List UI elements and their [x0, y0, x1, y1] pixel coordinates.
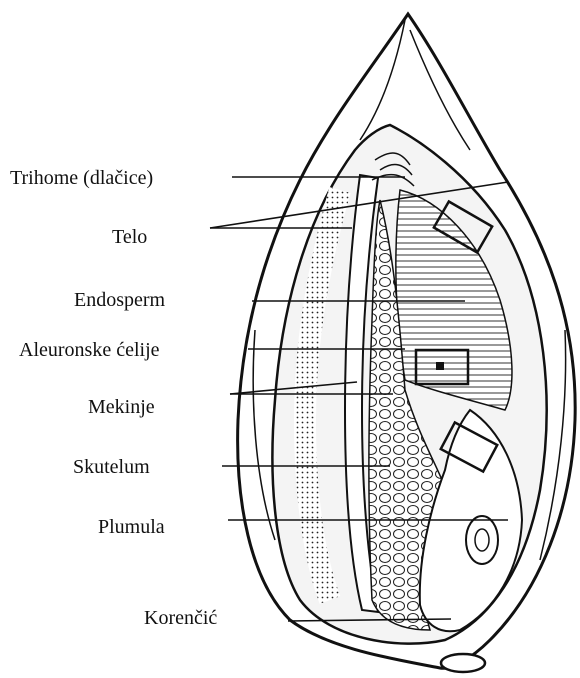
label-endosperm: Endosperm [74, 290, 165, 310]
label-korencic: Korenčić [144, 608, 217, 628]
label-skutelum: Skutelum [73, 457, 150, 477]
label-trihome: Trihome (dlačice) [10, 168, 153, 188]
label-telo: Telo [112, 227, 147, 247]
grain-base [441, 654, 485, 672]
label-mekinje: Mekinje [88, 397, 155, 417]
label-plumula: Plumula [98, 517, 165, 537]
label-aleuronske: Aleuronske ćelije [19, 340, 160, 360]
